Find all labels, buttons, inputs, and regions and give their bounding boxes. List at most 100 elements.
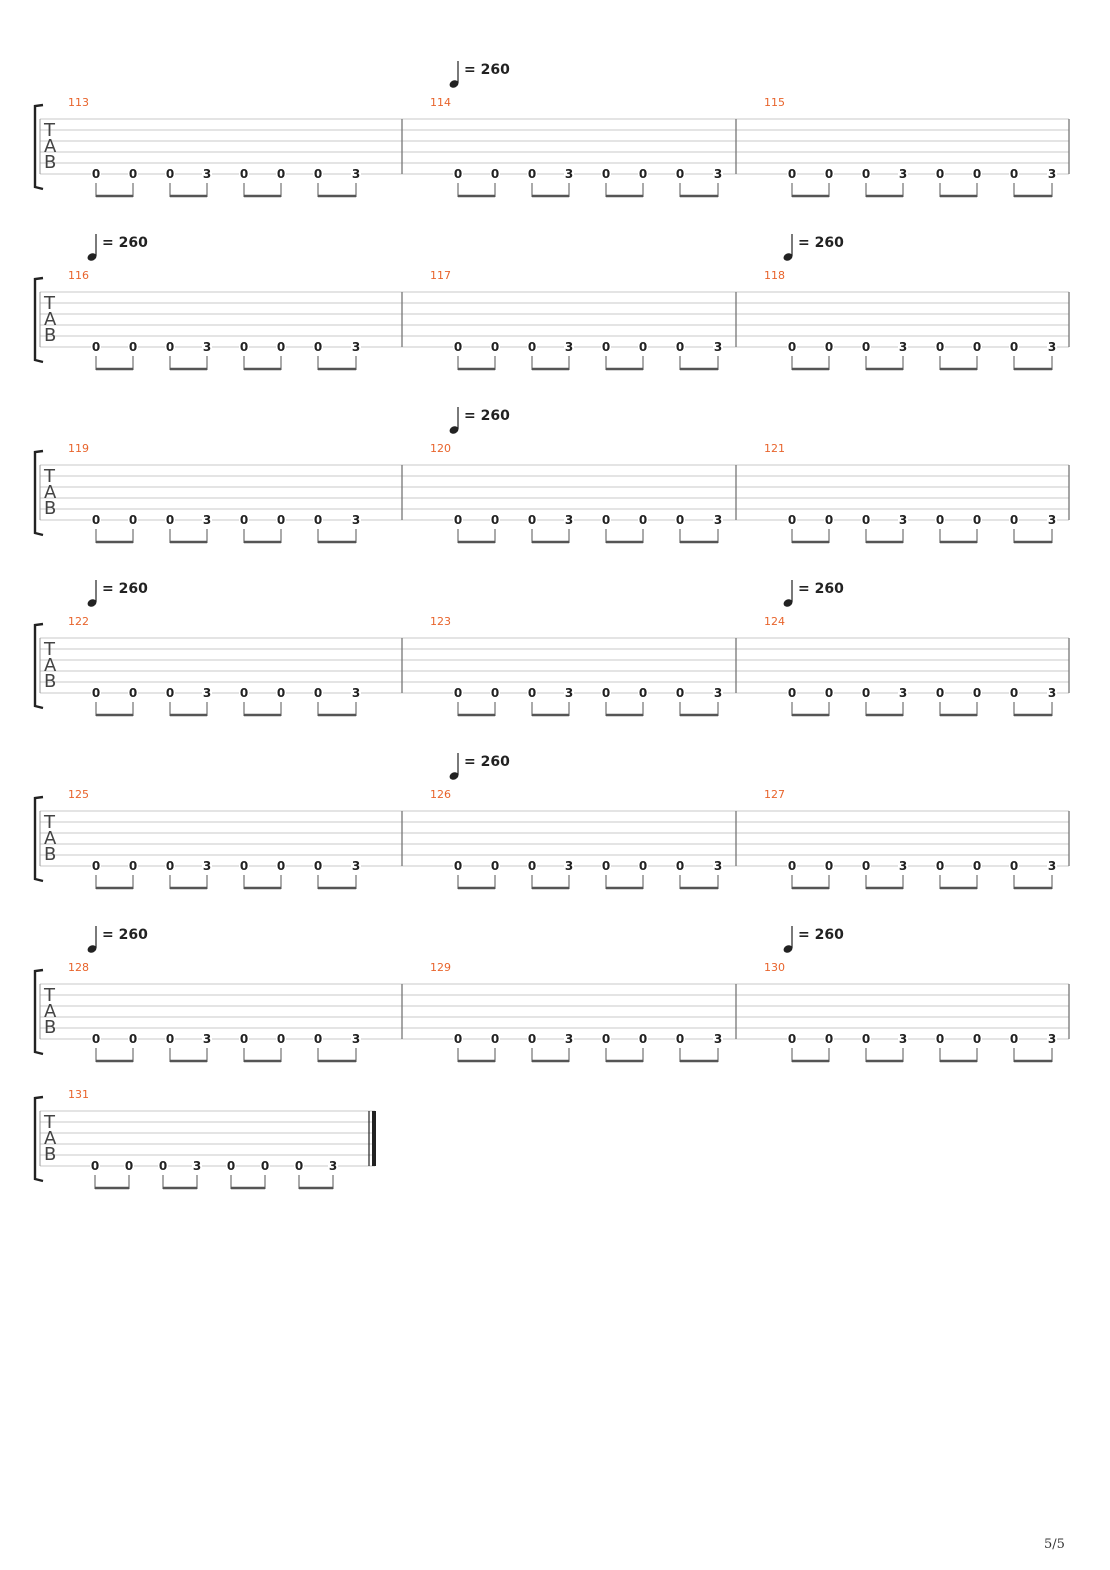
fret-number: 0 (1010, 340, 1018, 354)
quarter-note-head (87, 945, 97, 953)
fret-number: 0 (491, 686, 499, 700)
tab-clef-letter: A (44, 1001, 57, 1022)
fret-knockout (713, 167, 723, 179)
fret-knockout (935, 859, 945, 871)
fret-number: 0 (227, 1159, 235, 1173)
quarter-note-head (449, 426, 459, 434)
fret-knockout (824, 167, 834, 179)
fret-knockout (898, 167, 908, 179)
fret-knockout (638, 859, 648, 871)
fret-number: 0 (788, 1032, 796, 1046)
fret-number: 0 (314, 340, 322, 354)
fret-knockout (713, 686, 723, 698)
measure-number: 117 (430, 269, 451, 282)
fret-number: 0 (788, 859, 796, 873)
fret-knockout (490, 340, 500, 352)
fret-number: 0 (1010, 859, 1018, 873)
fret-knockout (276, 513, 286, 525)
fret-knockout (564, 513, 574, 525)
system-bracket (33, 449, 44, 537)
fret-knockout (1009, 859, 1019, 871)
fret-knockout (675, 859, 685, 871)
fret-knockout (564, 167, 574, 179)
quarter-note-head (449, 80, 459, 88)
fret-number: 0 (454, 340, 462, 354)
fret-number: 3 (1048, 1032, 1056, 1046)
fret-number: 0 (277, 686, 285, 700)
fret-number: 0 (166, 167, 174, 181)
fret-knockout (1047, 167, 1057, 179)
fret-knockout (638, 340, 648, 352)
fret-number: 0 (639, 686, 647, 700)
fret-knockout (861, 1032, 871, 1044)
fret-number: 0 (788, 340, 796, 354)
fret-knockout (239, 167, 249, 179)
fret-knockout (128, 340, 138, 352)
fret-number: 0 (314, 1032, 322, 1046)
fret-knockout (490, 513, 500, 525)
fret-number: 0 (602, 167, 610, 181)
fret-number: 0 (936, 1032, 944, 1046)
measure-number: 128 (68, 961, 89, 974)
fret-knockout (601, 686, 611, 698)
fret-knockout (898, 859, 908, 871)
fret-knockout (1047, 513, 1057, 525)
fret-number: 0 (240, 513, 248, 527)
fret-number: 0 (528, 859, 536, 873)
fret-knockout (638, 1032, 648, 1044)
fret-knockout (601, 859, 611, 871)
fret-number: 0 (314, 686, 322, 700)
fret-number: 3 (714, 167, 722, 181)
fret-number: 0 (973, 859, 981, 873)
fret-knockout (787, 1032, 797, 1044)
fret-number: 0 (862, 1032, 870, 1046)
fret-number: 0 (129, 686, 137, 700)
fret-number: 0 (788, 686, 796, 700)
fret-knockout (898, 686, 908, 698)
fret-knockout (861, 859, 871, 871)
fret-number: 0 (862, 686, 870, 700)
fret-knockout (787, 513, 797, 525)
tempo-marking: = 260 (798, 581, 844, 597)
fret-number: 0 (129, 513, 137, 527)
fret-knockout (351, 859, 361, 871)
fret-number: 0 (92, 340, 100, 354)
fret-number: 0 (491, 167, 499, 181)
fret-number: 3 (565, 340, 573, 354)
fret-number: 3 (203, 513, 211, 527)
fret-number: 3 (899, 1032, 907, 1046)
fret-knockout (202, 513, 212, 525)
fret-number: 3 (899, 859, 907, 873)
fret-knockout (165, 340, 175, 352)
tab-clef-letter: A (44, 1128, 57, 1149)
fret-number: 0 (825, 1032, 833, 1046)
fret-number: 3 (565, 1032, 573, 1046)
fret-knockout (351, 686, 361, 698)
fret-knockout (165, 513, 175, 525)
fret-number: 3 (714, 1032, 722, 1046)
fret-number: 0 (936, 686, 944, 700)
fret-number: 3 (714, 340, 722, 354)
fret-knockout (601, 1032, 611, 1044)
fret-number: 0 (92, 1032, 100, 1046)
fret-knockout (564, 1032, 574, 1044)
tab-clef-letter: T (43, 812, 56, 833)
fret-number: 0 (788, 167, 796, 181)
fret-knockout (935, 167, 945, 179)
fret-knockout (1047, 340, 1057, 352)
fret-knockout (1009, 167, 1019, 179)
fret-knockout (564, 859, 574, 871)
fret-number: 0 (825, 340, 833, 354)
tab-clef-letter: B (44, 1144, 56, 1165)
fret-knockout (294, 1159, 304, 1171)
fret-number: 3 (329, 1159, 337, 1173)
fret-number: 0 (1010, 167, 1018, 181)
fret-number: 0 (166, 513, 174, 527)
fret-knockout (276, 1032, 286, 1044)
fret-knockout (787, 686, 797, 698)
fret-knockout (91, 167, 101, 179)
fret-knockout (313, 167, 323, 179)
fret-knockout (824, 686, 834, 698)
fret-knockout (527, 1032, 537, 1044)
fret-knockout (972, 167, 982, 179)
